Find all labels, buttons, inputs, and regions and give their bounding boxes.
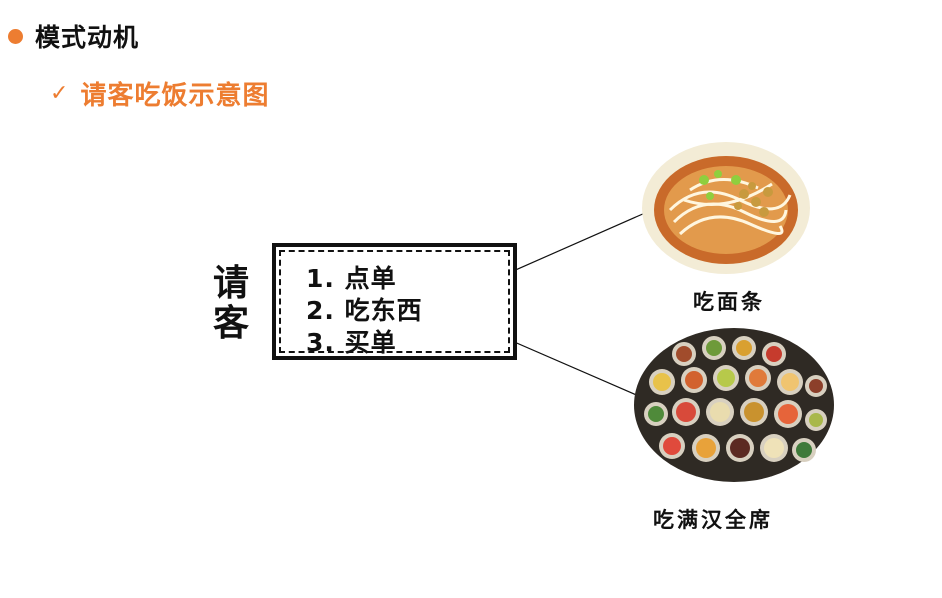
subsection-title: 请客吃饭示意图 bbox=[80, 81, 270, 111]
step-pay: 3. 买单 bbox=[306, 328, 397, 357]
guest-label: 请客 bbox=[212, 263, 249, 344]
bullet-dot-icon bbox=[8, 28, 23, 44]
step-order: 1. 点单 bbox=[306, 264, 397, 293]
checkmark-icon: ✓ bbox=[50, 81, 69, 106]
steps-box: 1. 点单 2. 吃东西 3. 买单 bbox=[272, 243, 517, 360]
noodle-label: 吃面条 bbox=[693, 290, 765, 314]
banquet-feast-icon bbox=[634, 328, 834, 482]
subsection-heading: ✓ 请客吃饭示意图 bbox=[50, 75, 269, 112]
noodle-bowl-icon bbox=[642, 142, 810, 274]
section-title: 模式动机 bbox=[35, 23, 140, 52]
banquet-label: 吃满汉全席 bbox=[653, 508, 773, 532]
section-heading: 模式动机 bbox=[8, 18, 139, 54]
step-eat: 2. 吃东西 bbox=[306, 296, 423, 325]
